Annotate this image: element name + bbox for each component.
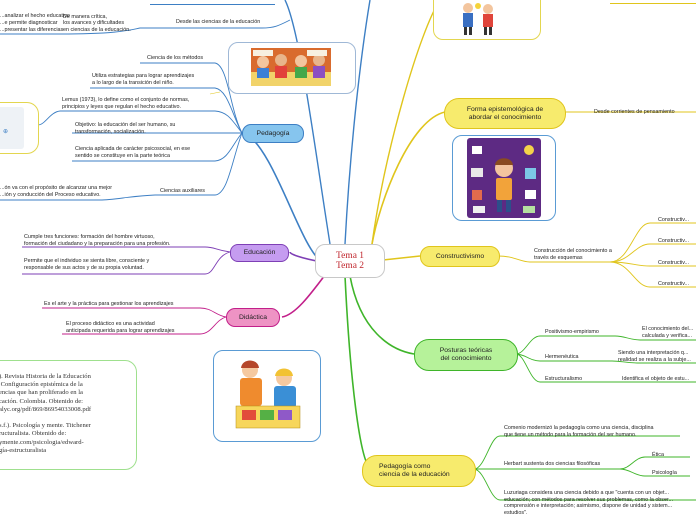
postura-hermeneutica-desc: Siendo una interpretación q... realidad … [618, 350, 691, 363]
didactica-item-1: Es el arte y la práctica para gestionar … [44, 301, 174, 307]
top-left-text-2: ...e permite diagnosticar [0, 20, 58, 26]
node-forma-label: Forma epistemológica de abordar el conoc… [466, 105, 544, 121]
node-pedagogia-ciencia[interactable]: Pedagogía como ciencia de la educación [362, 455, 476, 487]
left-image-card [0, 107, 24, 149]
node-pedagogia-ciencia-label: Pedagogía como ciencia de la educación [379, 463, 450, 478]
desde-ciencias-label: Desde las ciencias de la educación [176, 19, 261, 25]
pedagogia-image-frame [228, 42, 356, 94]
teacher-children-illustration [226, 356, 310, 436]
constructivismo-sub-3: Constructiv... [658, 260, 690, 266]
herbart-psicologia: Psicología [652, 470, 677, 476]
central-topic-line2: Tema 2 [335, 261, 365, 271]
forma-item: Desde corrientes de pensamiento [594, 109, 675, 115]
postura-estructuralismo-desc: Identifica el objeto de estu... [622, 376, 690, 382]
constructivismo-sub-2: Constructiv... [658, 238, 690, 244]
top-left-desc-3: en ciencias de la educación. [63, 27, 131, 33]
herbart-text: Herbart sustenta dos ciencias filosófica… [504, 461, 601, 467]
postura-hermeneutica: Hermenéutica [545, 354, 579, 360]
node-posturas-teoricas[interactable]: Posturas teóricas del conocimiento [414, 339, 518, 371]
constructivismo-sub-4: Constructiv... [658, 281, 690, 287]
classroom-photo-icon [251, 48, 331, 86]
top-left-text-1: ...analizar el hecho educativo [0, 13, 70, 19]
herbart-etica: Ética [652, 452, 664, 458]
references-text: ...). Revista Historia de la Educación .… [0, 373, 92, 454]
node-educacion-label: Educación [243, 249, 276, 256]
luzuriaga-text: Luzuriaga considera una ciencia debido a… [504, 490, 673, 516]
educacion-item-2: Permite que el individuo se sienta libre… [24, 258, 150, 271]
top-right-fragment [610, 0, 696, 4]
constructivismo-item: Construcción del conocimiento a través d… [534, 248, 612, 261]
top-right-image-frame [433, 0, 541, 40]
top-left-desc-2: los avances y dificultades [63, 20, 125, 26]
pedagogia-item-6: Ciencias auxiliares [160, 188, 205, 194]
top-fragment-line [150, 0, 275, 5]
postura-estructuralismo: Estructuralismo [545, 376, 583, 382]
left-image-frame: ⊕ [0, 102, 39, 154]
pedagogia-item-1: Ciencia de los métodos [147, 55, 204, 61]
top-left-desc-1: De manera crítica, [63, 14, 108, 20]
pedagogia-item-3: Lemus (1973), lo define como el conjunto… [62, 97, 190, 110]
node-didactica[interactable]: Didáctica [226, 308, 280, 327]
comenio-text: Comenio modernizó la pedagogía como una … [504, 425, 654, 438]
references-note: ...). Revista Historia de la Educación .… [0, 360, 137, 470]
postura-positivismo-desc: El conocimiento del... calculada y verif… [642, 326, 694, 339]
node-posturas-label: Posturas teóricas del conocimiento [439, 347, 493, 362]
node-didactica-label: Didáctica [239, 313, 267, 321]
node-pedagogia[interactable]: Pedagogía [242, 124, 304, 143]
educacion-item-1: Cumple tres funciones: formación del hom… [24, 234, 171, 247]
node-constructivismo-label: Constructivismo [435, 252, 485, 260]
didactica-image-frame [213, 350, 321, 442]
node-educacion[interactable]: Educación [230, 244, 289, 262]
didactica-item-2: El proceso didáctico es una actividad an… [66, 321, 175, 334]
node-constructivismo[interactable]: Constructivismo [420, 246, 500, 267]
pedagogia-left-note: ...ón va con el propósito de alcanzar un… [0, 185, 113, 198]
learning-icons-illustration [467, 138, 541, 218]
pedagogia-item-4: Objetivo: la educación del ser humano, s… [75, 122, 176, 135]
children-figures-icon [463, 3, 493, 35]
constructivismo-image-frame [452, 135, 556, 221]
pedagogia-item-2: Utiliza estrategias para lograr aprendiz… [92, 73, 195, 86]
node-pedagogia-label: Pedagogía [256, 129, 290, 137]
pedagogia-item-5: Ciencia aplicada de carácter psicosocial… [75, 146, 191, 159]
top-left-text-3: ...presentar las diferencias [0, 27, 64, 33]
node-forma-epistemologica[interactable]: Forma epistemológica de abordar el conoc… [444, 98, 566, 129]
left-image-icon: ⊕ [3, 129, 9, 135]
constructivismo-sub-1: Constructiv... [658, 217, 690, 223]
central-topic-line1: Tema 1 [335, 251, 365, 261]
postura-positivismo: Positivismo-empirismo [545, 329, 599, 335]
